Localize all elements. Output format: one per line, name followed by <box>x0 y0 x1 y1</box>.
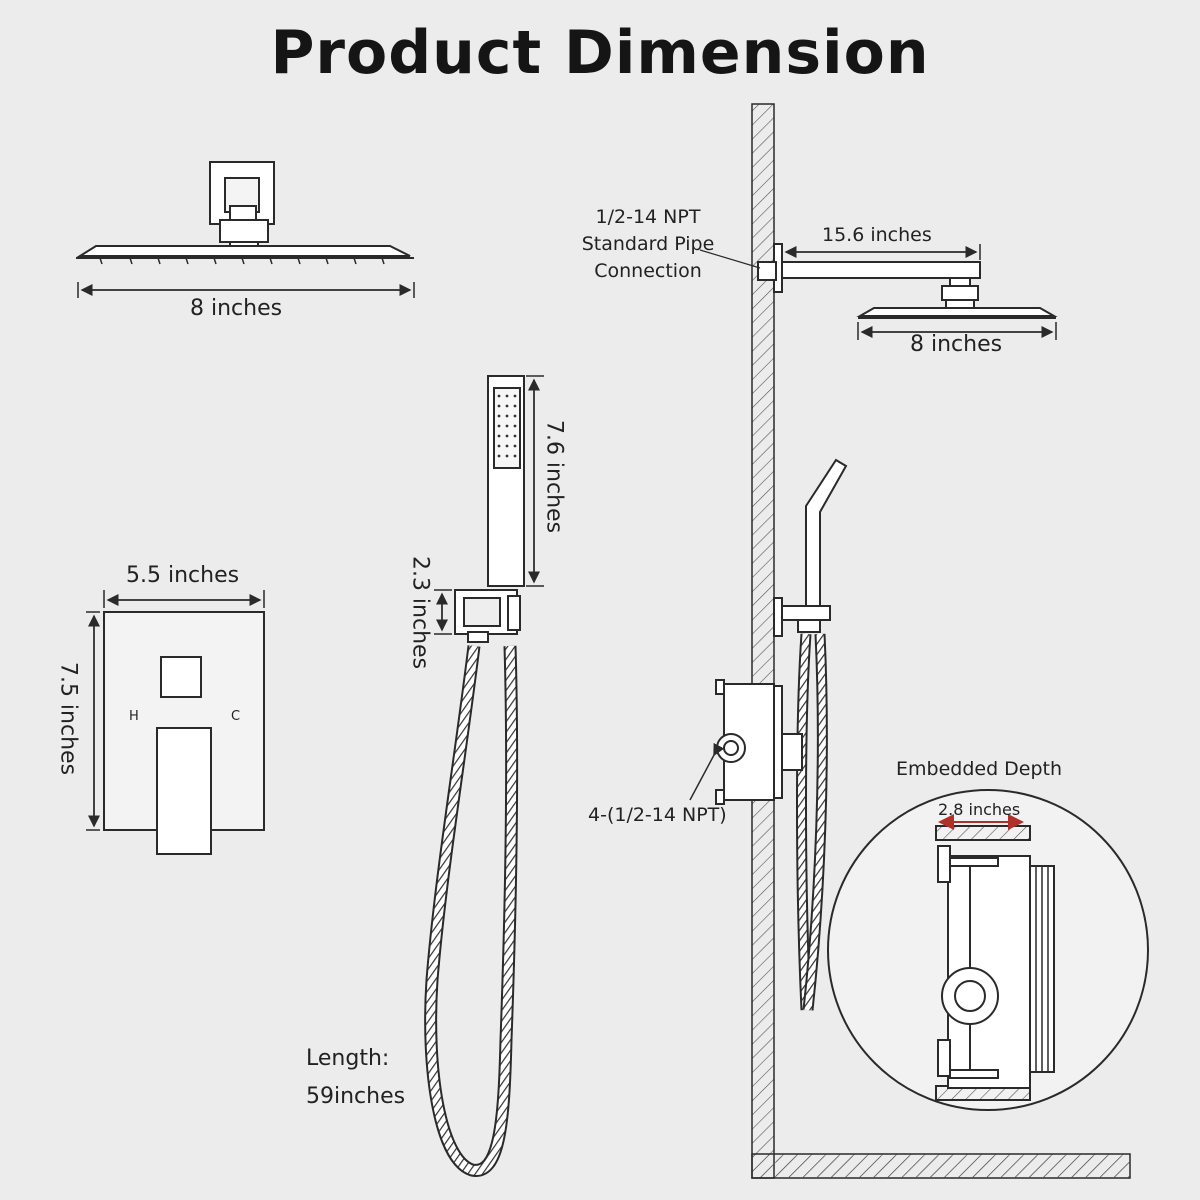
pipe-connection-line-3: Connection <box>594 260 702 282</box>
shower-hose-texture <box>426 645 517 1175</box>
embedded-depth-title: Embedded Depth <box>896 758 1063 780</box>
hot-label: H <box>129 709 139 724</box>
handheld-spray-dots <box>497 394 517 458</box>
arm-length-dimension <box>784 244 981 260</box>
valve-height-label: 7.5 inches <box>55 661 81 776</box>
hose-length-line-2: 59inches <box>306 1084 406 1109</box>
handheld-holder <box>454 589 521 643</box>
valve-width-label: 5.5 inches <box>126 563 240 588</box>
head-top-width-label: 8 inches <box>190 296 283 321</box>
head-top-width-dimension <box>77 282 415 298</box>
embedded-depth-label: 2.8 inches <box>938 800 1021 819</box>
pipe-connection-label: 1/2-14 NPT Standard Pipe Connection <box>568 204 728 285</box>
valve-height-dimension <box>86 611 100 831</box>
head-side-width-label: 8 inches <box>910 332 1003 357</box>
valve-port-leader <box>689 742 725 801</box>
shower-head-top-view <box>76 161 414 259</box>
cold-label: C <box>231 709 241 724</box>
wall-hose-right-texture <box>804 633 826 1011</box>
holder-height-label: 2.3 inches <box>407 555 433 670</box>
hose-length-line-1: Length: <box>306 1046 390 1071</box>
page-title: Product Dimension <box>270 18 930 88</box>
handheld-height-dimension <box>526 375 544 587</box>
pipe-connection-line-1: 1/2-14 NPT <box>595 206 701 228</box>
shower-head-nozzles <box>99 257 385 265</box>
holder-height-dimension <box>434 589 452 635</box>
wall-handheld <box>773 458 848 637</box>
arm-length-label: 15.6 inches <box>822 224 932 246</box>
head-side-width-dimension <box>857 322 1057 340</box>
valve-width-dimension <box>103 590 265 608</box>
valve-ports-label: 4-(1/2-14 NPT) <box>588 804 727 826</box>
embedded-grooves <box>1035 866 1049 1072</box>
in-wall-valve <box>715 679 803 805</box>
hose-length-label: Length: 59inches <box>306 1040 405 1116</box>
embedded-valve-detail <box>935 825 1055 1101</box>
handheld-shower <box>487 375 525 587</box>
shower-arm <box>757 243 1058 319</box>
wall-hose-left-texture <box>798 633 810 1011</box>
pipe-connection-line-2: Standard Pipe <box>581 233 715 255</box>
handheld-height-label: 7.6 inches <box>541 419 567 534</box>
wall-section <box>751 103 1131 1179</box>
pipe-leader-line <box>699 249 761 269</box>
valve-trim-plate <box>103 611 265 855</box>
